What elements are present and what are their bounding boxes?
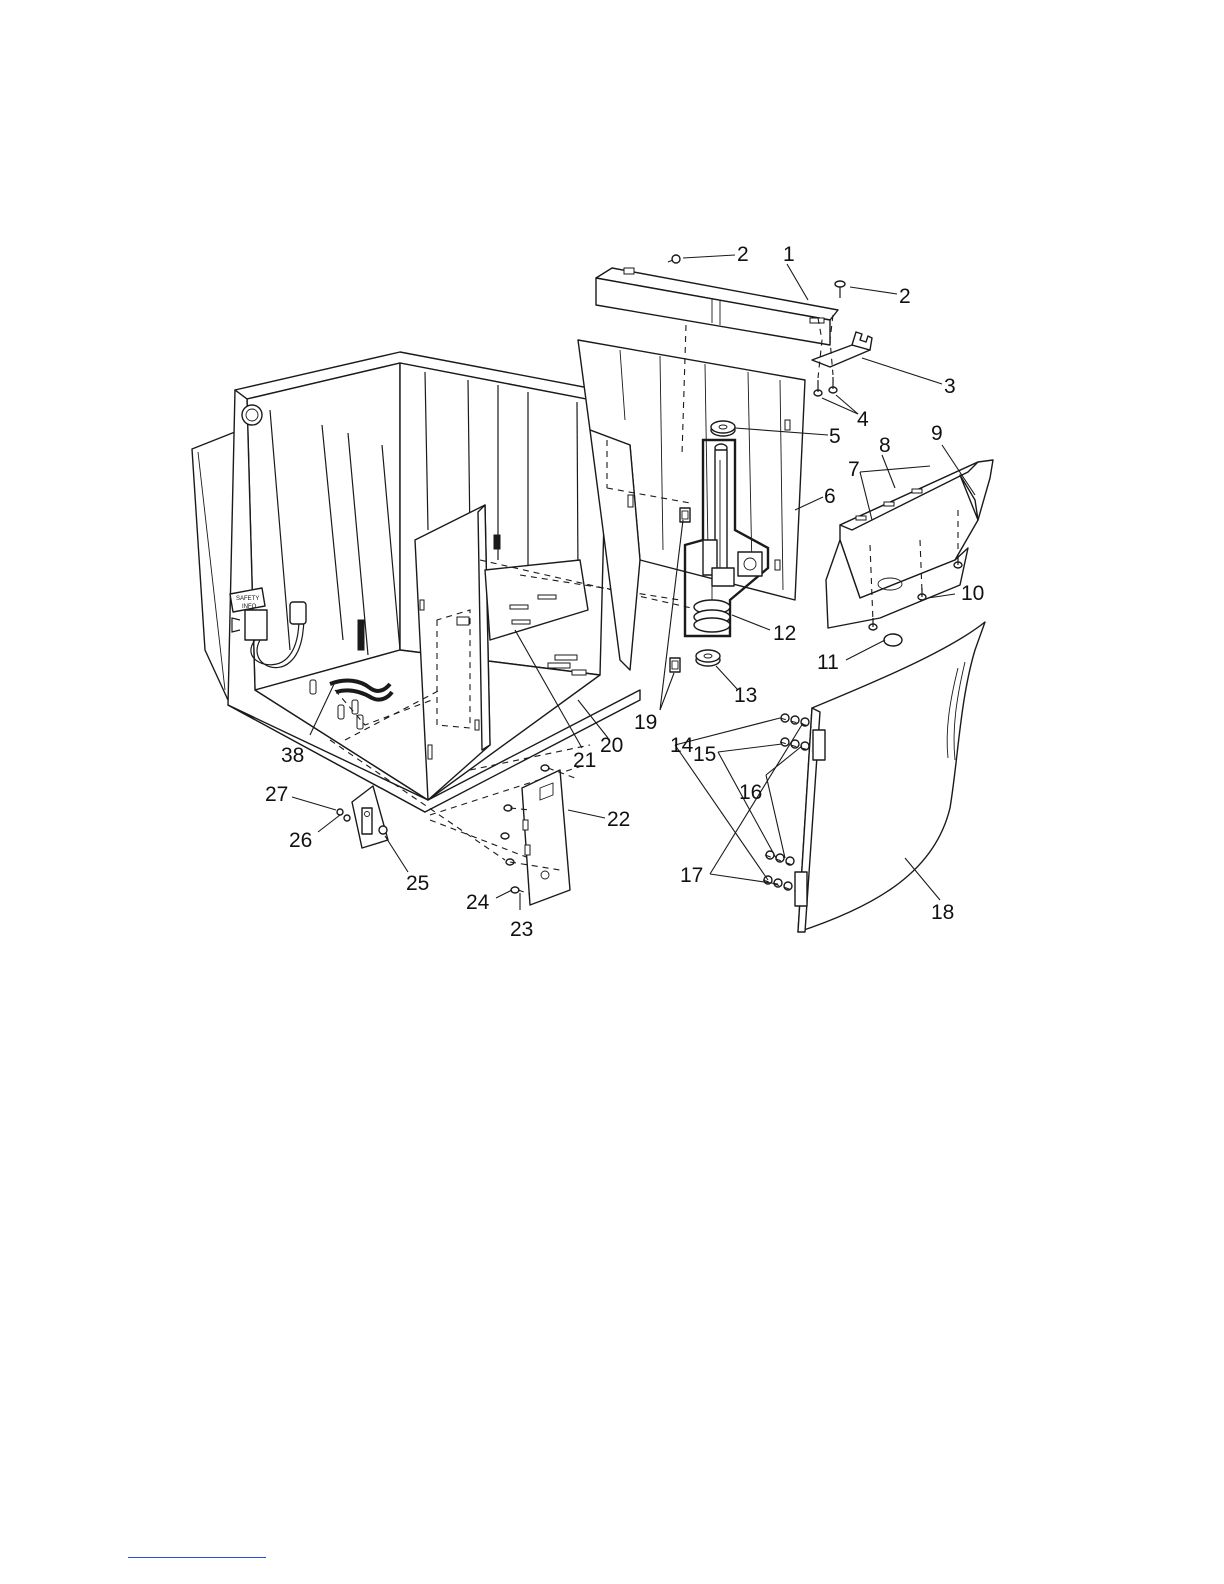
callout-6: 6 [824,485,836,508]
callout-23: 23 [510,918,533,941]
callout-8: 8 [879,434,891,457]
screw-2-right [835,281,845,298]
callout-14: 14 [670,734,694,757]
callout-4: 4 [857,408,869,431]
callout-7: 7 [848,458,860,481]
callout-17: 17 [680,864,703,887]
callout-9: 9 [931,422,943,445]
callout-13: 13 [734,684,757,707]
callout-21: 21 [573,749,596,772]
callout-25: 25 [406,872,429,895]
callout-1: 1 [783,243,795,266]
screw-2-left [668,255,680,263]
callout-27: 27 [265,783,288,806]
control-board [501,765,570,905]
screw-4-b [829,377,837,393]
washer-bottom [696,650,720,666]
callout-5: 5 [829,425,841,448]
callout-18: 18 [931,901,954,924]
screw-4-a [814,380,822,396]
safety-label-line2: INFO [242,604,257,610]
footer-link-underline[interactable] [128,1557,266,1558]
top-rail [596,268,838,345]
callout-10: 10 [961,582,984,605]
callout-20: 20 [600,734,623,757]
callout-15: 15 [693,743,716,766]
callout-3: 3 [944,375,956,398]
callout-22: 22 [607,808,630,831]
switch-bracket [337,786,388,848]
safety-label-line1: SAFETY [236,596,259,602]
callout-11: 11 [817,651,839,674]
clip-lower [670,658,680,672]
callout-12: 12 [773,622,796,645]
plug-11 [884,634,902,646]
washer-top [711,421,735,436]
callout-16: 16 [739,781,762,804]
callout-24: 24 [466,891,490,914]
callout-19: 19 [634,711,657,734]
callout-26: 26 [289,829,312,852]
callout-38: 38 [281,744,304,767]
rear-panel [578,340,805,670]
callout-2-right: 2 [899,285,911,308]
callout-2-top: 2 [737,243,749,266]
clip-upper [680,508,690,522]
